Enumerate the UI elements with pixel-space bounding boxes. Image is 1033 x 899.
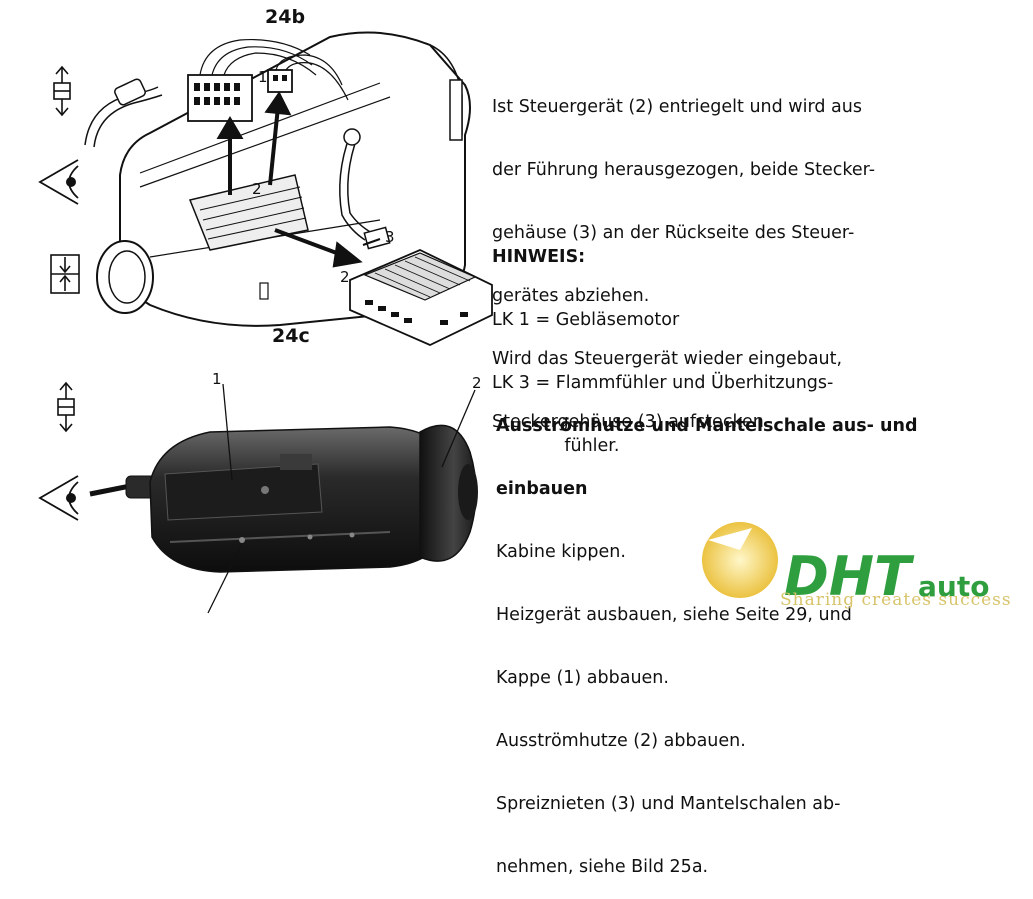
text-line: gehäuse (3) an der Rückseite des Steuer- [492, 223, 855, 243]
text-line: LK 3 = Flammfühler und Überhitzungs- [492, 373, 834, 393]
eye-icon [38, 475, 79, 521]
figure-label-24b: 24b [265, 6, 306, 28]
instruction-paragraph-bottom: Ausströmhutze und Mantelschale aus- und … [496, 374, 917, 899]
callout-number: 1 [258, 68, 268, 86]
section-heading: einbauen [496, 479, 588, 499]
callout-number: 3 [385, 228, 395, 246]
text-line: gerätes abziehen. [492, 286, 650, 306]
eye-icon [38, 159, 79, 205]
text-line: Spreiznieten (3) und Mantelschalen ab- [496, 794, 841, 814]
heater-control-unit-illustration [84, 31, 493, 346]
callout-number: 2 [340, 268, 350, 286]
note-block: HINWEIS: LK 1 = Gebläsemotor LK 3 = Flam… [492, 205, 833, 478]
callout-number: 2 [252, 180, 262, 198]
text-line: fühler. [492, 436, 620, 456]
watermark-tagline: Sharing creates success [780, 590, 1012, 610]
text-line: der Führung herausgezogen, beide Stecker… [492, 160, 876, 180]
note-heading: HINWEIS: [492, 247, 586, 267]
text-line: nehmen, siehe Bild 25a. [496, 857, 709, 877]
callout-number: 1 [212, 370, 222, 388]
watermark-logo-auto: auto [918, 570, 990, 603]
heater-photo-illustration [89, 383, 478, 614]
join-arrows-icon [50, 254, 80, 294]
watermark-logo: DHT [784, 545, 911, 608]
text-line: Kabine kippen. [496, 542, 626, 562]
text-line: LK 1 = Gebläsemotor [492, 310, 680, 330]
instruction-paragraph-top: Ist Steuergerät (2) entriegelt und wird … [492, 55, 875, 454]
watermark-swoosh-icon [702, 522, 778, 598]
text-line: Ausströmhutze (2) abbauen. [496, 731, 746, 751]
text-line: Wird das Steuergerät wieder eingebaut, [492, 349, 843, 369]
text-line: Steckergehäuse (3) aufstecken. [492, 412, 770, 432]
text-line: Ist Steuergerät (2) entriegelt und wird … [492, 97, 862, 117]
separate-arrows-icon [53, 65, 71, 117]
separate-arrows-icon [57, 381, 75, 433]
section-heading: Ausströmhutze und Mantelschale aus- und [496, 416, 918, 436]
figure-label-24c: 24c [272, 325, 310, 347]
callout-number: 2 [472, 374, 482, 392]
text-line: Kappe (1) abbauen. [496, 668, 669, 688]
